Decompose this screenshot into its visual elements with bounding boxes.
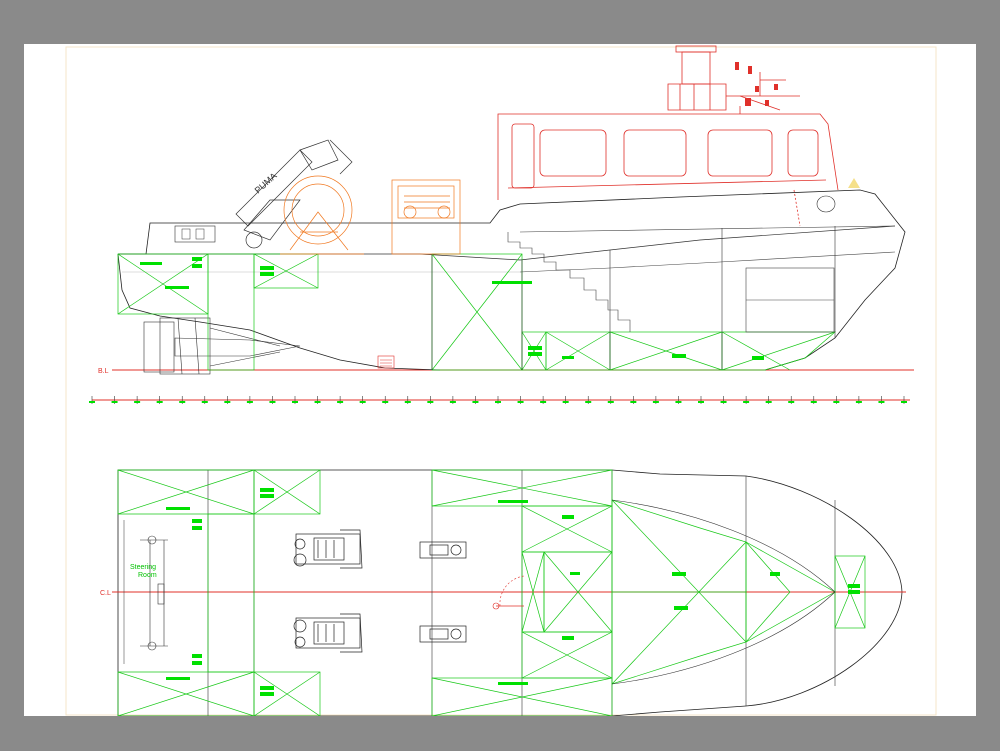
frame-number-tag <box>833 401 840 403</box>
frame-number-tag <box>562 401 569 403</box>
frame-number-tag <box>901 401 907 403</box>
plan-hull-outline <box>117 469 903 716</box>
frame-number-tag <box>788 401 795 403</box>
frame-number-tag <box>246 401 253 403</box>
sea-chest <box>377 355 395 369</box>
plan-view: C.L <box>100 469 906 716</box>
plan-compartments <box>117 469 866 716</box>
frame-number-tag <box>675 401 682 403</box>
frame-number-tag <box>224 401 231 403</box>
generator-starboard <box>419 625 467 643</box>
frame-number-tag <box>269 401 276 403</box>
anchor-pocket <box>816 195 836 213</box>
frame-number-tag <box>630 401 637 403</box>
frame-number-tag <box>449 401 456 403</box>
frame-number-tag <box>89 401 95 403</box>
drawing-sheet: B.L <box>24 44 976 716</box>
frame-number-tag <box>855 401 862 403</box>
winch <box>280 175 364 255</box>
frame-number-tag <box>878 401 885 403</box>
frame-number-tag <box>472 401 479 403</box>
frame-number-tag <box>743 401 750 403</box>
door-swing <box>499 575 525 607</box>
plan-bulkheads <box>207 470 836 716</box>
frame-number-tag <box>607 401 614 403</box>
frame-number-tag <box>404 401 411 403</box>
main-engine-starboard <box>293 613 363 653</box>
frame-scale <box>89 396 910 404</box>
elevation-compartments <box>117 253 836 371</box>
rudder-assembly <box>143 317 301 375</box>
frame-ticks <box>89 396 907 404</box>
frame-number-tag <box>134 401 141 403</box>
frame-number-tag <box>111 401 118 403</box>
hull-outline <box>117 189 906 371</box>
frame-number-tag <box>517 401 524 403</box>
lower-deck-line <box>519 251 896 273</box>
inner-frame <box>65 46 937 716</box>
steering-gear <box>140 535 168 651</box>
baseline-label: B.L <box>98 368 109 375</box>
mast-lights <box>735 62 778 106</box>
wheelhouse <box>497 45 839 227</box>
mast-light-icon <box>848 178 860 188</box>
steering-room-label-2: Room <box>138 572 157 579</box>
frame-number-tag <box>201 401 208 403</box>
elevation-view: B.L <box>98 45 914 375</box>
elevation-tags <box>140 257 764 360</box>
centerline-label: C.L <box>100 590 111 597</box>
stern-bulwark <box>174 225 216 243</box>
deck-line <box>519 225 896 233</box>
frame-number-tag <box>427 401 434 403</box>
crane-label: PUMA <box>253 171 279 196</box>
frame-number-tag <box>156 401 163 403</box>
bow-shell-line <box>611 499 836 685</box>
main-deck-line <box>118 225 896 261</box>
plan-tags <box>166 488 860 696</box>
stairway <box>507 232 631 332</box>
frame-number-tag <box>382 401 389 403</box>
frame-number-tag <box>698 401 704 403</box>
frame-number-tag <box>359 401 366 403</box>
deck-equipment <box>391 179 461 255</box>
frame-number-tag <box>652 401 659 403</box>
steering-room-label-1: Steering <box>130 564 156 571</box>
generator-port <box>419 541 467 559</box>
frame-number-tag <box>765 401 772 403</box>
frame-number-tag <box>337 401 344 403</box>
main-engine-port <box>293 529 363 569</box>
frame-number-tag <box>179 401 186 403</box>
frame-number-tag <box>720 401 727 403</box>
frame-number-tag <box>314 401 321 403</box>
frame-number-tag <box>292 401 298 403</box>
frame-number-tag <box>810 401 817 403</box>
frame-number-tag <box>540 401 547 403</box>
frame-number-tag <box>585 401 592 403</box>
cad-drawing: B.L <box>65 45 937 716</box>
frame-number-tag <box>495 401 501 403</box>
